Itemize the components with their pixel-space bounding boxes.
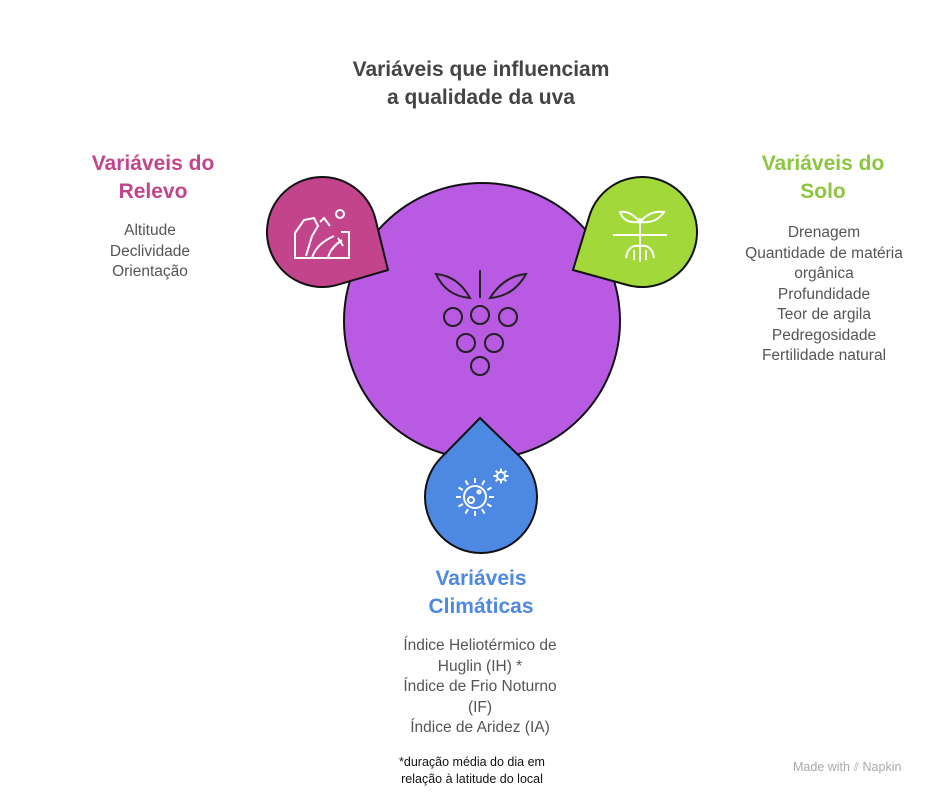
list-item: orgânica: [794, 265, 854, 282]
list-item: Pedregosidade: [771, 326, 877, 344]
solo-heading-line-1: Variáveis do: [761, 152, 885, 175]
grape-icon: [434, 270, 528, 376]
sun-ray: [494, 478, 499, 483]
list-item: Huglin (IH) *: [437, 657, 523, 675]
center-circle: [343, 182, 621, 460]
solo-heading-line-2: Solo: [800, 180, 846, 203]
relevo-heading: Variáveis do Relevo: [23, 150, 283, 206]
list-item: Fertilidade natural: [761, 347, 887, 364]
relevo-heading-line-2: Relevo: [118, 180, 188, 203]
solo-list: Drenagem Quantidade de matéria orgânica …: [694, 223, 946, 367]
landscape-icon: [294, 209, 350, 259]
sun-ray: [458, 503, 464, 508]
sprout-roots-icon: [613, 210, 667, 262]
made-with-napkin[interactable]: Made with ⫽ Napkin: [793, 760, 901, 775]
title-line-2: a qualidade da uva: [387, 86, 575, 109]
sun-ray: [458, 486, 464, 491]
relevo-list: Altitude Declividade Orientação: [20, 221, 280, 283]
list-item: Índice de Aridez (IA): [410, 719, 550, 736]
clima-teardrop: [424, 416, 538, 554]
diagram-title: Variáveis que influenciam a qualidade da…: [281, 56, 681, 112]
sun-ray: [464, 508, 469, 514]
relevo-teardrop: [266, 176, 390, 288]
list-item: Índice de Frio Noturno: [403, 678, 557, 695]
clima-heading-line-2: Climáticas: [428, 595, 534, 618]
sun-ray: [494, 469, 499, 474]
napkin-logo-icon: ⫽: [853, 760, 860, 774]
sun-ray: [464, 480, 469, 486]
list-item: Drenagem: [787, 224, 861, 241]
made-with-label: Made with: [793, 760, 850, 774]
clima-footnote: *duração média do dia em relação à latit…: [352, 754, 592, 788]
sun-ray: [503, 469, 508, 474]
solo-heading: Variáveis do Solo: [693, 150, 946, 206]
sun-ray: [486, 486, 492, 491]
list-item: Orientação: [112, 263, 188, 280]
list-item: (IF): [467, 698, 493, 716]
sun-ray: [503, 478, 508, 483]
list-item: Quantidade de matéria: [745, 244, 903, 262]
list-item: Índice Heliotérmico de: [403, 637, 557, 654]
list-item: Declividade: [109, 242, 191, 260]
sun-ray: [481, 508, 486, 514]
relevo-heading-line-1: Variáveis do: [91, 152, 215, 175]
list-item: Altitude: [124, 222, 176, 239]
list-item: Profundidade: [777, 285, 871, 303]
solo-teardrop: [571, 176, 698, 288]
clima-heading: Variáveis Climáticas: [351, 565, 611, 621]
footnote-line-2: relação à latitude do local: [401, 772, 543, 786]
list-item: Teor de argila: [777, 306, 871, 323]
title-line-1: Variáveis que influenciam: [352, 58, 610, 81]
napkin-brand: Napkin: [862, 760, 902, 774]
clima-list: Índice Heliotérmico de Huglin (IH) * Índ…: [350, 636, 610, 739]
sun-ray: [486, 503, 492, 508]
sun-climate-icon: [456, 468, 509, 516]
sun-ray: [481, 480, 486, 486]
footnote-line-1: *duração média do dia em: [399, 755, 545, 769]
clima-heading-line-1: Variáveis: [435, 567, 527, 590]
